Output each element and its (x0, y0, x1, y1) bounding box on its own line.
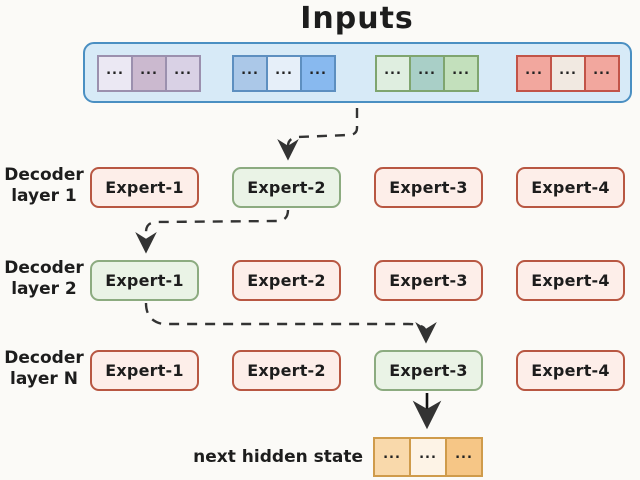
decoder-label-line: layer N (10, 369, 78, 389)
token-cell: ... (97, 55, 133, 92)
expert-ln-3: Expert-3 (374, 350, 483, 391)
ellipsis-dots: ... (418, 63, 436, 78)
next-hidden-state-label: next hidden state (193, 447, 363, 467)
token-cell: ... (165, 55, 201, 92)
ellipsis-dots: ... (559, 63, 577, 78)
ellipsis-dots: ... (455, 446, 473, 462)
token-cell: ... (516, 55, 552, 92)
expert-ln-4: Expert-4 (516, 350, 625, 391)
ellipsis-dots: ... (174, 63, 192, 78)
ellipsis-dots: ... (309, 63, 327, 78)
decoder-label-line: layer 1 (11, 186, 77, 206)
token-cell: ... (266, 55, 302, 92)
ellipsis-dots: ... (275, 63, 293, 78)
ellipsis-dots: ... (140, 63, 158, 78)
output-token-cell: ... (445, 437, 483, 477)
expert-l2-2: Expert-2 (232, 260, 341, 301)
ellipsis-dots: ... (106, 63, 124, 78)
decoder-label-line: layer 2 (11, 279, 77, 299)
output-token-cell: ... (409, 437, 447, 477)
page-title: Inputs (300, 1, 414, 36)
token-cell: ... (584, 55, 620, 92)
token-cell: ... (375, 55, 411, 92)
token-cell: ... (131, 55, 167, 92)
output-token-cell: ... (373, 437, 411, 477)
token-cell: ... (550, 55, 586, 92)
token-cell: ... (300, 55, 336, 92)
arrow-inputs-to-l1e2 (277, 108, 359, 161)
decoder-layer-1-label: Decoder layer 1 (2, 165, 86, 207)
token-cell: ... (409, 55, 445, 92)
expert-ln-1: Expert-1 (90, 350, 199, 391)
ellipsis-dots: ... (419, 446, 437, 462)
ellipsis-dots: ... (241, 63, 259, 78)
decoder-label-line: Decoder (4, 348, 84, 368)
ellipsis-dots: ... (525, 63, 543, 78)
token-group-red: ... ... ... (516, 55, 620, 92)
decoder-layer-n-label: Decoder layer N (2, 348, 86, 390)
ellipsis-dots: ... (593, 63, 611, 78)
token-group-blue: ... ... ... (232, 55, 336, 92)
expert-l2-4: Expert-4 (516, 260, 625, 301)
ellipsis-dots: ... (452, 63, 470, 78)
expert-l2-1: Expert-1 (90, 260, 199, 301)
decoder-label-line: Decoder (4, 165, 84, 185)
ellipsis-dots: ... (383, 446, 401, 462)
decoder-layer-2-label: Decoder layer 2 (2, 258, 86, 300)
decoder-label-line: Decoder (4, 258, 84, 278)
expert-l1-4: Expert-4 (516, 167, 625, 208)
ellipsis-dots: ... (384, 63, 402, 78)
token-cell: ... (232, 55, 268, 92)
arrow-l1e2-to-l2e1 (135, 209, 290, 254)
expert-l1-3: Expert-3 (374, 167, 483, 208)
expert-ln-2: Expert-2 (232, 350, 341, 391)
expert-l1-1: Expert-1 (90, 167, 199, 208)
expert-l1-2: Expert-2 (232, 167, 341, 208)
arrow-l2e1-to-lne3 (144, 302, 437, 344)
token-group-purple: ... ... ... (97, 55, 201, 92)
output-token-group: ... ... ... (373, 437, 483, 477)
token-group-green: ... ... ... (375, 55, 479, 92)
token-cell: ... (443, 55, 479, 92)
expert-l2-3: Expert-3 (374, 260, 483, 301)
